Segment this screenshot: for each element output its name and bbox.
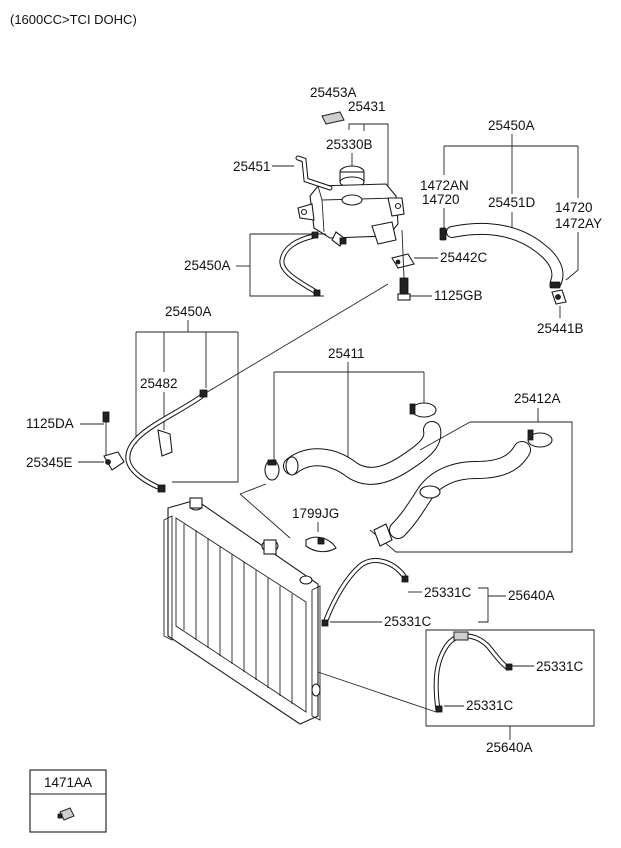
part-25441B-fitting[interactable] [551, 289, 567, 305]
label-25451D: 25451D [488, 195, 536, 210]
part-25453A-cap-seal[interactable] [321, 111, 345, 125]
label-1799JG: 1799JG [292, 506, 339, 521]
label-1472AY: 1472AY [555, 216, 602, 231]
label-25412A: 25412A [514, 391, 561, 406]
part-25411-clamp-upper[interactable] [409, 402, 437, 418]
label-25451: 25451 [233, 159, 271, 174]
label-25331C-a: 25331C [424, 585, 472, 600]
label-25331C-c: 25331C [536, 659, 584, 674]
part-1799JG-hose-tie[interactable] [305, 536, 337, 553]
part-25451D-hose[interactable] [446, 222, 564, 288]
part-1472AN-clamp[interactable] [439, 227, 447, 241]
part-25412A-clamp-upper[interactable] [527, 429, 553, 448]
part-25330B-reservoir-cap[interactable] [339, 165, 365, 188]
part-1125DA-bolt[interactable] [102, 411, 110, 423]
label-1125DA: 1125DA [26, 416, 74, 431]
label-25441B: 25441B [537, 321, 584, 336]
label-25331C-d: 25331C [466, 698, 514, 713]
label-25442C: 25442C [440, 250, 488, 265]
part-25411-upper-radiator-hose[interactable] [283, 421, 442, 485]
legend-box-1471AA [29, 769, 107, 833]
label-25331C-b: 25331C [384, 614, 432, 629]
part-25482-bracket[interactable] [157, 429, 173, 457]
label-25450A-reservoir: 25450A [184, 258, 231, 273]
part-25451-overflow-pipe[interactable] [295, 155, 333, 191]
label-25640A-upper: 25640A [508, 588, 555, 603]
part-25412A-lower-radiator-hose[interactable] [389, 441, 531, 539]
part-25431-reservoir-tank[interactable] [297, 183, 405, 247]
label-25450A-mid: 25450A [165, 304, 212, 319]
label-25411: 25411 [328, 346, 365, 361]
part-25640A-lower-hose[interactable] [433, 631, 513, 713]
part-1125GB-bolt[interactable] [397, 277, 411, 301]
label-14720-left: 14720 [422, 192, 460, 207]
radiator-assembly[interactable] [163, 497, 321, 725]
part-25482-bypass-hose[interactable] [125, 389, 208, 493]
label-25330B: 25330B [326, 137, 373, 152]
label-25345E: 25345E [26, 455, 73, 470]
label-14720-right: 14720 [555, 200, 593, 215]
label-1125GB: 1125GB [434, 288, 483, 303]
part-25412A-clamp-lower[interactable] [373, 523, 393, 547]
engine-note: (1600CC>TCI DOHC) [10, 12, 137, 27]
part-25640A-upper-hose[interactable] [321, 558, 409, 627]
part-25411-clamp-lower[interactable] [264, 459, 280, 481]
label-1472AN: 1472AN [420, 178, 469, 193]
part-25345E-bracket[interactable] [103, 451, 125, 471]
part-1472AY-clamp[interactable] [549, 281, 561, 289]
label-25453A: 25453A [310, 85, 357, 100]
part-25450A-reservoir-hose[interactable] [279, 231, 347, 297]
label-25482: 25482 [140, 376, 178, 391]
part-1471AA-clip[interactable] [57, 807, 75, 821]
label-1471AA: 1471AA [44, 775, 92, 790]
label-25450A-top: 25450A [488, 118, 535, 133]
label-25640A-lower: 25640A [486, 740, 533, 755]
label-25431: 25431 [348, 99, 386, 114]
